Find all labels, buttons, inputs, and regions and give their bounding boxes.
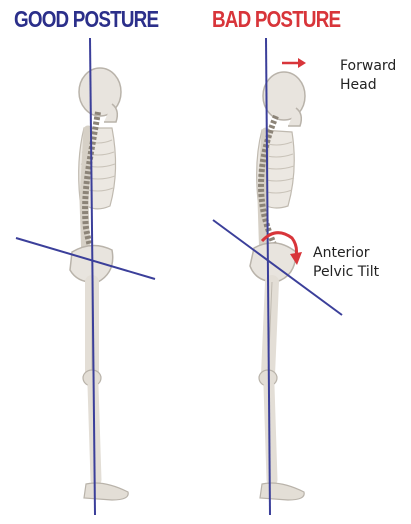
forward-head-line-2: Head bbox=[340, 76, 396, 95]
good-skeleton bbox=[16, 38, 155, 515]
forward-head-line-1: Forward bbox=[340, 57, 396, 76]
arrow-right-icon bbox=[282, 58, 306, 68]
anterior-pelvic-tilt-line-1: Anterior bbox=[313, 244, 379, 263]
anterior-pelvic-tilt-line-2: Pelvic Tilt bbox=[313, 263, 379, 282]
forward-head-label: Forward Head bbox=[340, 57, 396, 95]
anterior-pelvic-tilt-label: Anterior Pelvic Tilt bbox=[313, 244, 379, 282]
